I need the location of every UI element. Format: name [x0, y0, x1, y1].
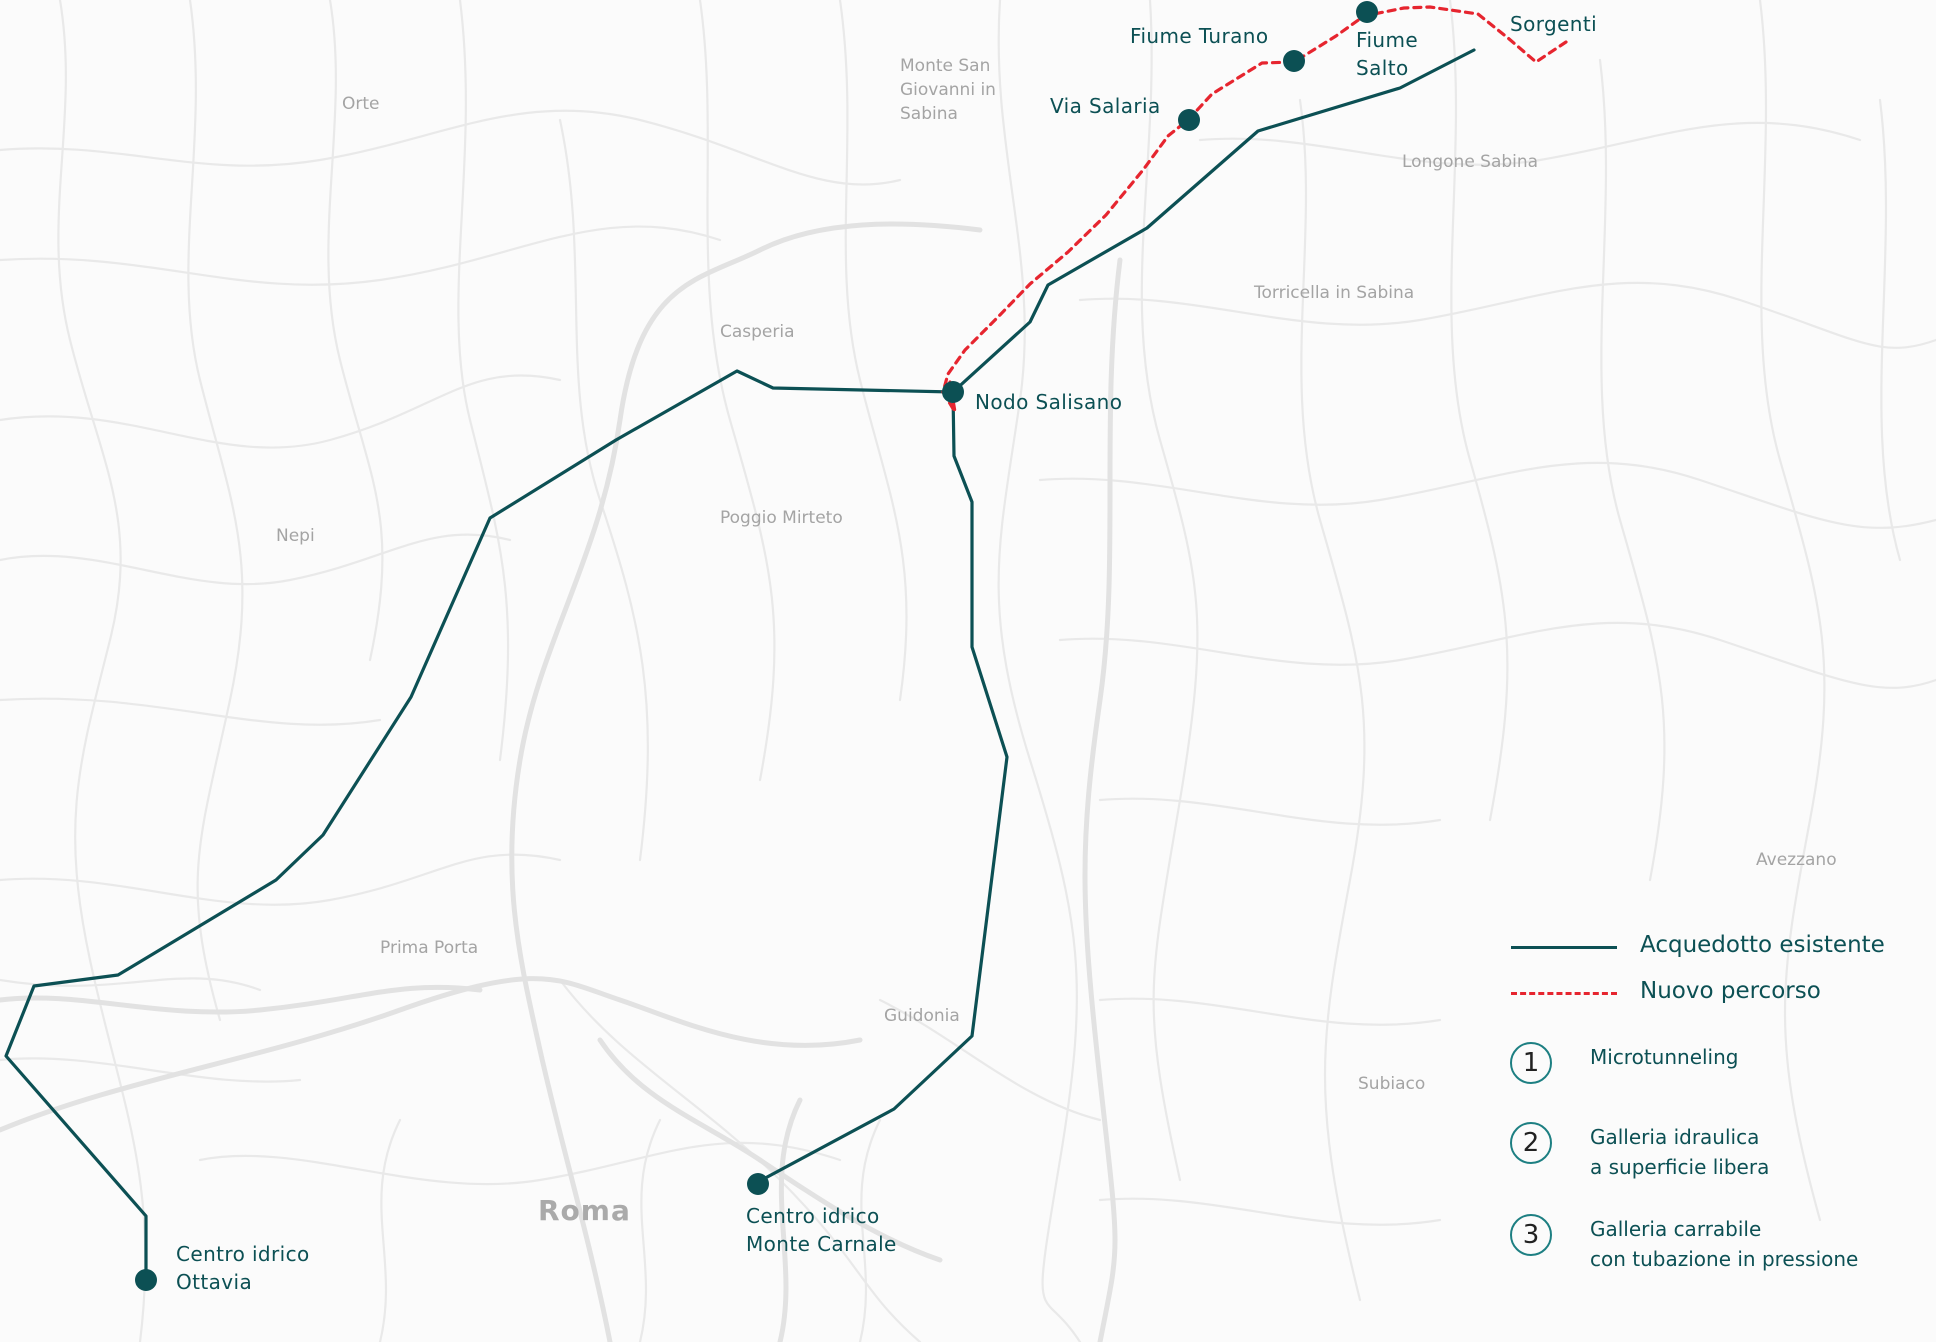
label-sorgenti: Sorgenti: [1510, 12, 1598, 36]
place-torricella: Torricella in Sabina: [1254, 283, 1415, 303]
existing-aqueduct-main: [4, 48, 1476, 1282]
node-ottavia[interactable]: [135, 1269, 157, 1291]
legend-existing-label: Acquedotto esistente: [1640, 932, 1885, 958]
label-monte-carnale-line: Monte Carnale: [746, 1232, 897, 1256]
node-monte-carnale[interactable]: [747, 1173, 769, 1195]
label-ottavia-line: Centro idrico: [176, 1242, 310, 1266]
place-monte-san-giovanni-line: Sabina: [900, 104, 958, 124]
label-fiume-salto-line: Salto: [1356, 56, 1409, 80]
label-nodo-salisano: Nodo Salisano: [975, 390, 1123, 414]
legend-item-3-line: con tubazione in pressione: [1590, 1247, 1859, 1271]
legend-new-route-label: Nuovo percorso: [1640, 978, 1821, 1004]
label-ottavia: Centro idrico Ottavia: [176, 1240, 310, 1296]
place-casperia: Casperia: [720, 322, 795, 342]
legend-item-2-text: Galleria idraulica a superficie libera: [1590, 1122, 1769, 1182]
legend-item-2-line: Galleria idraulica: [1590, 1125, 1760, 1149]
new-route: [941, 5, 1568, 414]
place-orte: Orte: [342, 94, 380, 114]
label-via-salaria: Via Salaria: [1050, 94, 1161, 118]
label-monte-carnale-line: Centro idrico: [746, 1204, 880, 1228]
place-avezzano: Avezzano: [1756, 850, 1837, 870]
label-monte-carnale: Centro idrico Monte Carnale: [746, 1202, 897, 1258]
node-fiume-salto[interactable]: [1356, 1, 1378, 23]
legend-item-3-line: Galleria carrabile: [1590, 1217, 1762, 1241]
place-prima-porta: Prima Porta: [380, 938, 479, 958]
place-subiaco: Subiaco: [1358, 1074, 1426, 1094]
legend-item-2-line: a superficie libera: [1590, 1155, 1770, 1179]
label-fiume-salto: Fiume Salto: [1356, 26, 1418, 82]
legend-badge-3: 3: [1510, 1214, 1552, 1256]
place-monte-san-giovanni: Monte San Giovanni in Sabina: [900, 54, 996, 126]
place-roma: Roma: [538, 1194, 631, 1227]
legend: Acquedotto esistente Nuovo percorso 1 Mi…: [1505, 924, 1925, 1271]
legend-new-route-swatch: [1511, 992, 1617, 995]
label-fiume-salto-line: Fiume: [1356, 28, 1419, 52]
node-fiume-turano[interactable]: [1283, 50, 1305, 72]
place-poggio-mirteto: Poggio Mirteto: [720, 508, 843, 528]
legend-badge-1: 1: [1510, 1042, 1552, 1084]
place-monte-san-giovanni-line: Monte San: [900, 56, 991, 76]
place-nepi: Nepi: [276, 526, 315, 546]
label-fiume-turano: Fiume Turano: [1130, 24, 1269, 48]
legend-item-3-text: Galleria carrabile con tubazione in pres…: [1590, 1214, 1858, 1274]
node-nodo-salisano[interactable]: [942, 381, 964, 403]
legend-item-1-line: Microtunneling: [1590, 1045, 1739, 1069]
place-monte-san-giovanni-line: Giovanni in: [900, 80, 996, 100]
legend-badge-2: 2: [1510, 1122, 1552, 1164]
node-via-salaria[interactable]: [1178, 109, 1200, 131]
place-guidonia: Guidonia: [884, 1006, 960, 1026]
legend-item-1-text: Microtunneling: [1590, 1042, 1739, 1072]
existing-aqueduct-east-branch: [756, 390, 1009, 1184]
label-ottavia-line: Ottavia: [176, 1270, 253, 1294]
legend-existing-swatch: [1511, 946, 1617, 949]
place-longone-sabina: Longone Sabina: [1402, 152, 1539, 172]
